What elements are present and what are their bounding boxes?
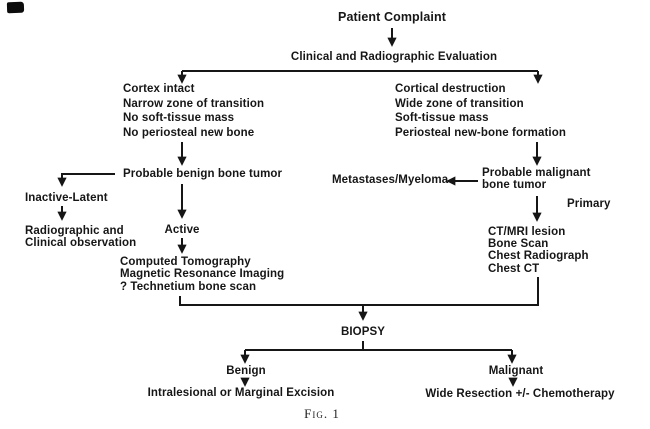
benign-criteria-line: Cortex intact <box>123 83 195 95</box>
node-benign-criteria: Cortex intact Narrow zone of transition … <box>123 82 264 140</box>
node-probable-malignant: Probable malignant bone tumor <box>482 167 591 191</box>
malignant-criteria-line: Periosteal new-bone formation <box>395 126 566 139</box>
node-active: Active <box>164 224 200 236</box>
node-patient-complaint: Patient Complaint <box>338 10 446 24</box>
node-malignant-workup: CT/MRI lesion Bone Scan Chest Radiograph… <box>488 226 589 275</box>
malignant-criteria-line: Cortical destruction <box>395 83 506 95</box>
node-benign-result: Benign <box>226 365 266 377</box>
node-probable-benign: Probable benign bone tumor <box>123 168 283 180</box>
benign-workup-line: Computed Tomography <box>120 256 251 268</box>
node-metastases-myeloma: Metastases/Myeloma <box>332 174 449 186</box>
probable-malignant-line: bone tumor <box>482 179 547 192</box>
node-inactive-latent: Inactive-Latent <box>25 192 108 204</box>
probable-malignant-line: Probable malignant <box>482 167 591 179</box>
figure-caption: Fig. 1 <box>304 406 340 421</box>
malignant-workup-line: Bone Scan <box>488 238 549 251</box>
malignant-criteria-line: Wide zone of transition <box>395 97 524 110</box>
malignant-workup-line: Chest CT <box>488 262 540 275</box>
node-clinical-evaluation: Clinical and Radiographic Evaluation <box>290 51 498 63</box>
node-benign-treatment: Intralesional or Marginal Excision <box>147 387 335 399</box>
malignant-criteria-line: Soft-tissue mass <box>395 112 489 125</box>
node-primary: Primary <box>567 198 611 210</box>
node-benign-workup: Computed Tomography Magnetic Resonance I… <box>120 256 284 293</box>
benign-workup-line: Magnetic Resonance Imaging <box>120 268 285 281</box>
observation-line: Radiographic and <box>25 225 124 237</box>
node-observation: Radiographic and Clinical observation <box>25 225 136 249</box>
arrow-benign-to-inactive <box>57 173 115 187</box>
observation-line: Clinical observation <box>25 237 137 250</box>
scan-artifact <box>6 1 25 14</box>
benign-workup-line: ? Technetium bone scan <box>120 280 257 293</box>
malignant-workup-line: CT/MRI lesion <box>488 226 566 238</box>
benign-criteria-line: Narrow zone of transition <box>123 97 265 110</box>
line-biopsy-split <box>245 341 512 351</box>
node-malignant-result: Malignant <box>488 365 544 377</box>
benign-criteria-line: No soft-tissue mass <box>123 112 235 125</box>
malignant-workup-line: Chest Radiograph <box>488 250 589 263</box>
node-malignant-criteria: Cortical destruction Wide zone of transi… <box>395 82 566 140</box>
benign-criteria-line: No periosteal new bone <box>123 126 255 139</box>
node-malignant-treatment: Wide Resection +/- Chemotherapy <box>425 388 615 400</box>
node-biopsy: BIOPSY <box>340 326 386 338</box>
